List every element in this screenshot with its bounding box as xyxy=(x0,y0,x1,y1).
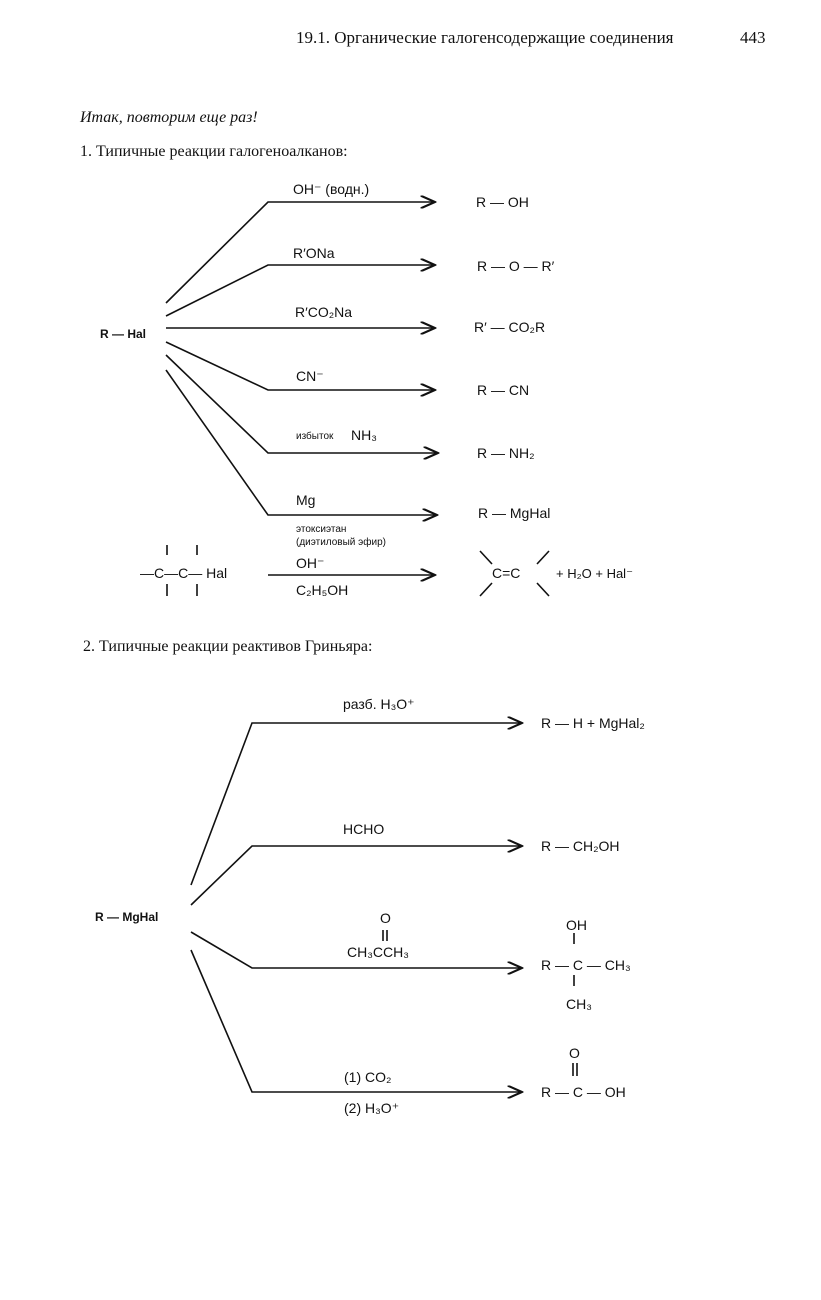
reagent-label: Mg xyxy=(296,492,316,508)
reactant-grignard: R — MgHal xyxy=(95,910,159,924)
product-label: R — NH₂ xyxy=(477,445,535,461)
reagent-label: разб. H₃O⁺ xyxy=(343,696,415,712)
product-label: R — CN xyxy=(477,382,530,398)
reagent-label: (2) H₃O⁺ xyxy=(344,1100,400,1116)
section-1-heading: 1. Типичные реакции галогеноалканов: xyxy=(80,143,348,160)
reagent-label: CN⁻ xyxy=(296,368,324,384)
reagent-label: CH₃CCH₃ xyxy=(347,944,409,960)
product-substituent: OH xyxy=(566,917,587,933)
elimination-reactant: —C—C— Hal xyxy=(140,565,228,581)
reagent-label: R′ONa xyxy=(293,245,335,261)
reagent-prefix: избыток xyxy=(296,431,334,442)
reagent-label: R′CO₂Na xyxy=(295,304,353,320)
condition-label: этоксиэтан xyxy=(296,524,347,535)
reagent-label: HCHO xyxy=(343,821,385,837)
running-header: 19.1. Органические галогенсодержащие сое… xyxy=(296,28,674,47)
reagent-label: OH⁻ xyxy=(296,555,325,571)
byproducts: + H₂O + Hal⁻ xyxy=(556,566,633,581)
product-substituent: CH₃ xyxy=(566,996,592,1012)
section-1-branches xyxy=(165,202,550,597)
carbonyl-oxygen: O xyxy=(569,1045,580,1061)
product-label: R — C — OH xyxy=(541,1084,626,1100)
page-number: 443 xyxy=(740,28,766,47)
product-label: R — CH₂OH xyxy=(541,838,620,854)
reactant-alkyl-halide: R — Hal xyxy=(100,327,147,341)
product-label: R — H + MgHal₂ xyxy=(541,715,645,731)
section-2-heading: 2. Типичные реакции реактивов Гриньяра: xyxy=(83,638,373,655)
product-label: R — MgHal xyxy=(478,505,551,521)
reagent-label: NH₃ xyxy=(351,427,377,443)
product-label: R — OH xyxy=(476,194,529,210)
product-label: R — O — R′ xyxy=(477,258,555,274)
reagent-label: C₂H₅OH xyxy=(296,582,349,598)
alkene-product: C=C xyxy=(492,565,521,581)
product-label: R′ — CO₂R xyxy=(474,319,546,335)
section-2-branches xyxy=(190,723,578,1092)
reagent-label: (1) CO₂ xyxy=(344,1069,392,1085)
product-label: R — C — CH₃ xyxy=(541,957,631,973)
reagent-label: OH⁻ (водн.) xyxy=(293,181,370,197)
condition-label: (диэтиловый эфир) xyxy=(296,537,386,548)
intro-text: Итак, повторим еще раз! xyxy=(80,109,258,126)
carbonyl-oxygen: O xyxy=(380,910,391,926)
